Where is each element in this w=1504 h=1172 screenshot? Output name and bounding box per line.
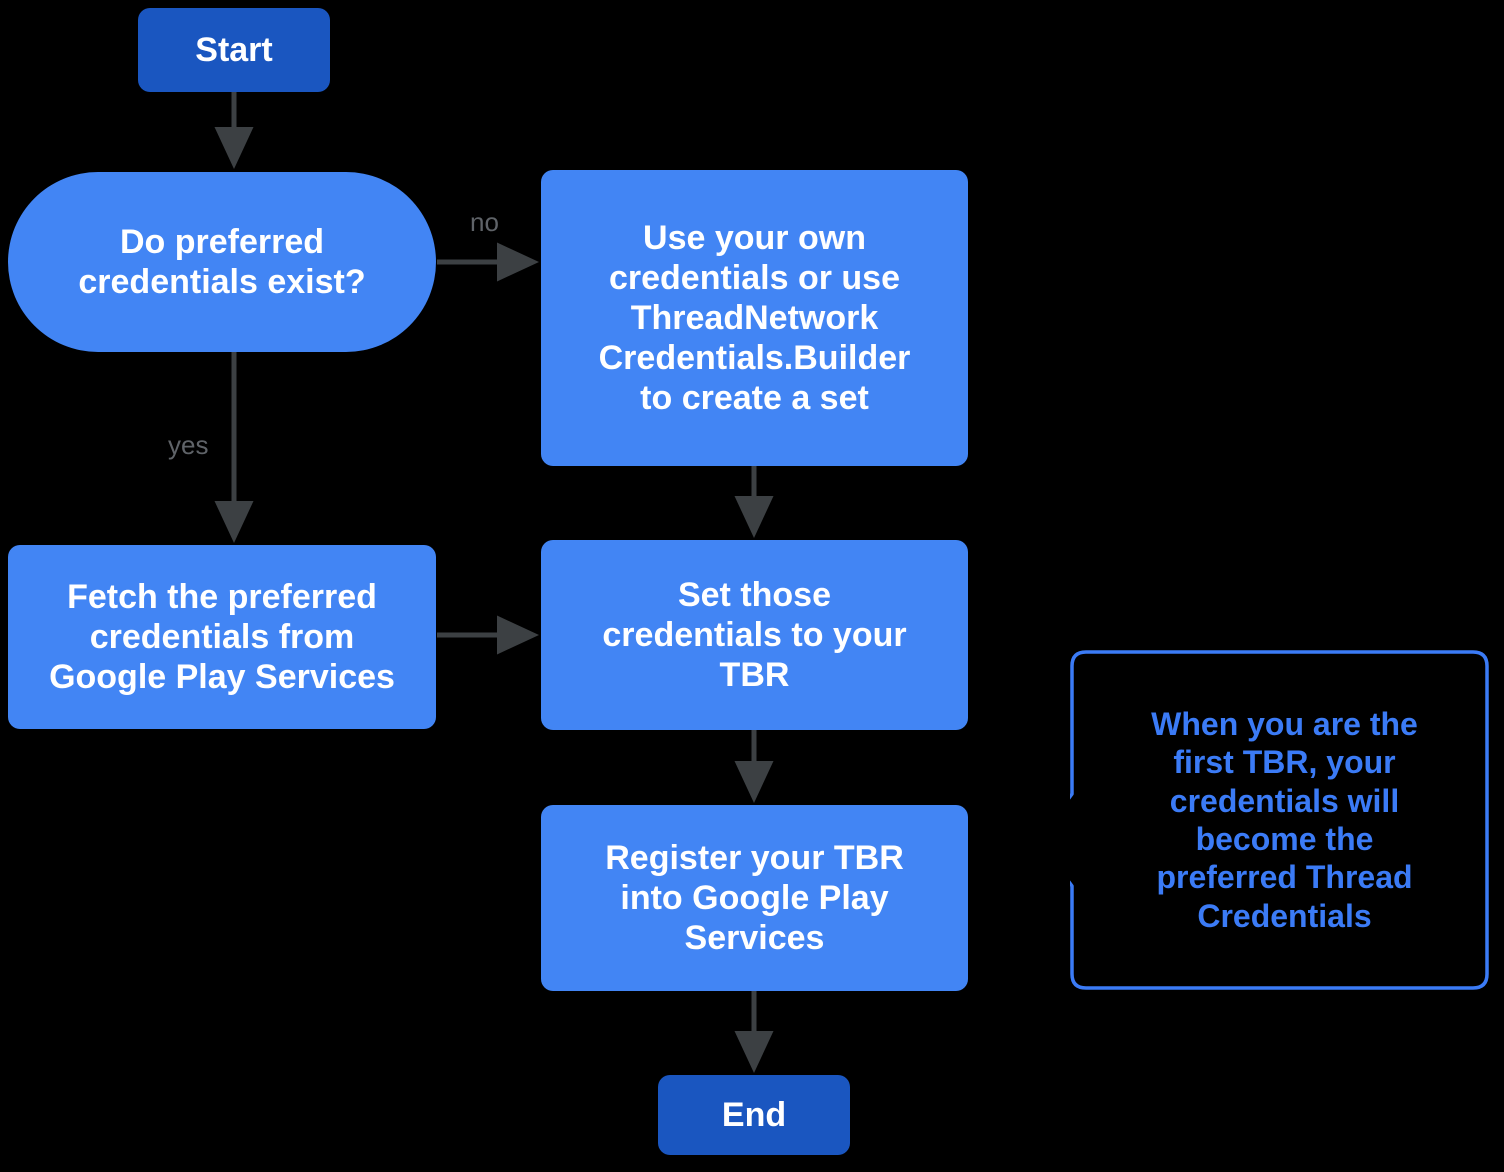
node-register-tbr[interactable]: Register your TBR into Google Play Servi… — [541, 805, 968, 991]
node-fetch-preferred-credentials[interactable]: Fetch the preferred credentials from Goo… — [8, 545, 436, 729]
node-end[interactable]: End — [658, 1075, 850, 1155]
callout-outline — [1070, 650, 1489, 990]
edge-label-no: no — [470, 207, 499, 237]
edge-label-yes: yes — [168, 430, 209, 460]
node-use-own-credentials[interactable]: Use your own credentials or use ThreadNe… — [541, 170, 968, 466]
node-set-credentials-to-tbr[interactable]: Set those credentials to your TBR — [541, 540, 968, 730]
node-start[interactable]: Start — [138, 8, 330, 92]
callout-text: When you are the first TBR, your credent… — [1151, 705, 1418, 934]
node-decision-preferred-credentials[interactable]: Do preferred credentials exist? — [8, 172, 436, 352]
callout-first-tbr-note: When you are the first TBR, your credent… — [1070, 650, 1489, 990]
